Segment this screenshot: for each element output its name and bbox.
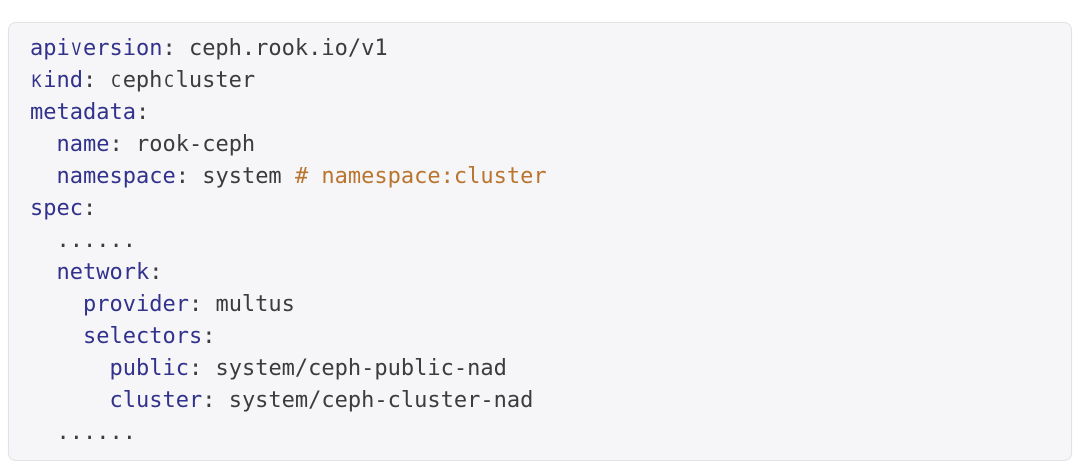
token-plain: : — [202, 324, 216, 349]
token-plain: : ceph.rook.io/v1 — [162, 36, 388, 61]
token-key: selectors — [82, 324, 203, 349]
token-plain — [30, 260, 57, 285]
token-plain — [30, 388, 109, 413]
token-plain: : system/ceph-public-nad — [188, 356, 507, 381]
token-key: apiVersion — [30, 36, 162, 61]
token-plain: : — [135, 100, 150, 125]
code-line: ...... — [30, 417, 1051, 449]
token-plain: : rook-ceph — [109, 132, 256, 157]
code-line: metadata: — [30, 97, 1051, 129]
code-line: provider: multus — [30, 289, 1051, 321]
code-line: ...... — [30, 225, 1051, 257]
small-cap-letter: V — [71, 40, 82, 59]
token-plain: : system/ceph-cluster-nad — [202, 388, 534, 413]
token-plain: ...... — [30, 420, 136, 445]
token-key: network — [56, 260, 150, 285]
token-key: cluster — [109, 388, 203, 413]
code-line: network: — [30, 257, 1051, 289]
code-line: selectors: — [30, 321, 1051, 353]
token-plain: ...... — [30, 228, 136, 253]
token-key: provider — [82, 292, 189, 317]
code-line: spec: — [30, 193, 1051, 225]
token-plain: : — [149, 260, 163, 285]
code-line: namespace: system # namespace:cluster — [30, 161, 1051, 193]
small-cap-letter: K — [31, 72, 42, 91]
token-key: metadata — [30, 100, 136, 125]
token-plain — [30, 292, 83, 317]
token-plain — [30, 324, 83, 349]
small-cap-letter: C — [111, 72, 122, 91]
token-comment: # namespace:cluster — [294, 164, 547, 189]
small-cap-letter: C — [164, 72, 175, 91]
token-plain — [30, 164, 57, 189]
token-key: name — [56, 132, 110, 157]
token-plain: : system — [175, 164, 295, 189]
token-plain: : CephCluster — [83, 68, 255, 93]
token-key: spec — [30, 196, 83, 221]
token-plain: : — [82, 196, 97, 221]
code-line: cluster: system/ceph-cluster-nad — [30, 385, 1051, 417]
token-plain: : multus — [188, 292, 295, 317]
code-line: public: system/ceph-public-nad — [30, 353, 1051, 385]
token-key: namespace — [56, 164, 176, 189]
token-key: public — [109, 356, 189, 381]
code-line: name: rook-ceph — [30, 129, 1051, 161]
token-plain — [30, 356, 109, 381]
code-line: Kind: CephCluster — [30, 65, 1051, 97]
code-line: apiVersion: ceph.rook.io/v1 — [30, 33, 1051, 65]
token-plain — [30, 132, 57, 157]
token-key: Kind — [30, 68, 83, 93]
